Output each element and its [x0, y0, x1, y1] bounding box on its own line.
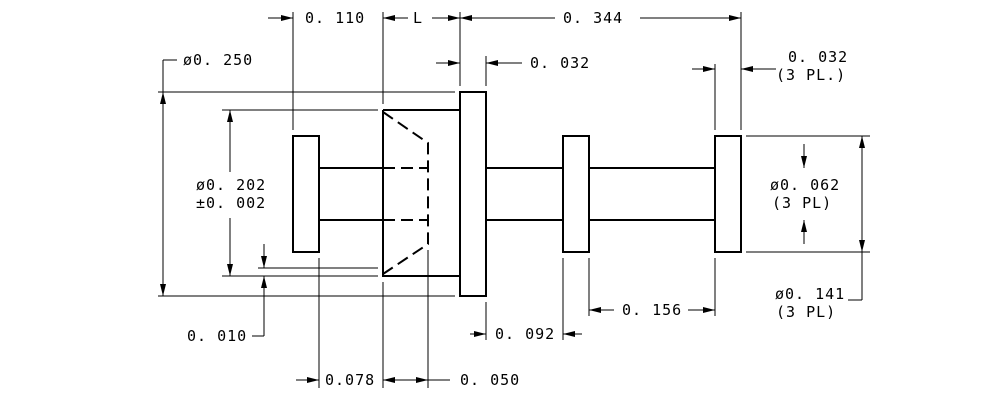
label-0-050: 0. 050	[460, 371, 520, 389]
label-dia-0-062: ø0. 062	[770, 176, 840, 194]
label-3pl-a: (3 PL.)	[776, 66, 846, 84]
label-0-032: 0. 032	[530, 54, 590, 72]
label-tol-0-002: ±0. 002	[196, 194, 266, 212]
label-0-092: 0. 092	[495, 325, 555, 343]
label-0-032-3pl: 0. 032	[788, 48, 848, 66]
hidden-taper	[382, 111, 429, 275]
label-0-110: 0. 110	[305, 9, 365, 27]
label-dia-0-141: ø0. 141	[775, 285, 845, 303]
label-3pl-c: (3 PL)	[776, 303, 836, 321]
label-L: L	[413, 9, 423, 27]
label-0-010: 0. 010	[187, 327, 247, 345]
label-3pl-b: (3 PL)	[772, 194, 832, 212]
label-dia-0-250: ø0. 250	[183, 51, 253, 69]
dimension-labels: 0. 110 L 0. 344 ø0. 250 0. 032 0. 032 (3…	[183, 9, 848, 389]
right-flange	[714, 135, 742, 253]
extension-lines	[158, 12, 870, 388]
label-0-156: 0. 156	[622, 301, 682, 319]
label-0-344: 0. 344	[563, 9, 623, 27]
dimension-lines	[160, 15, 865, 383]
body	[382, 109, 460, 277]
left-flange	[292, 135, 320, 253]
main-flange	[459, 91, 487, 297]
label-dia-0-202: ø0. 202	[196, 176, 266, 194]
label-0-078: 0.078	[325, 371, 375, 389]
middle-flange	[562, 135, 590, 253]
part-outline	[292, 91, 742, 297]
